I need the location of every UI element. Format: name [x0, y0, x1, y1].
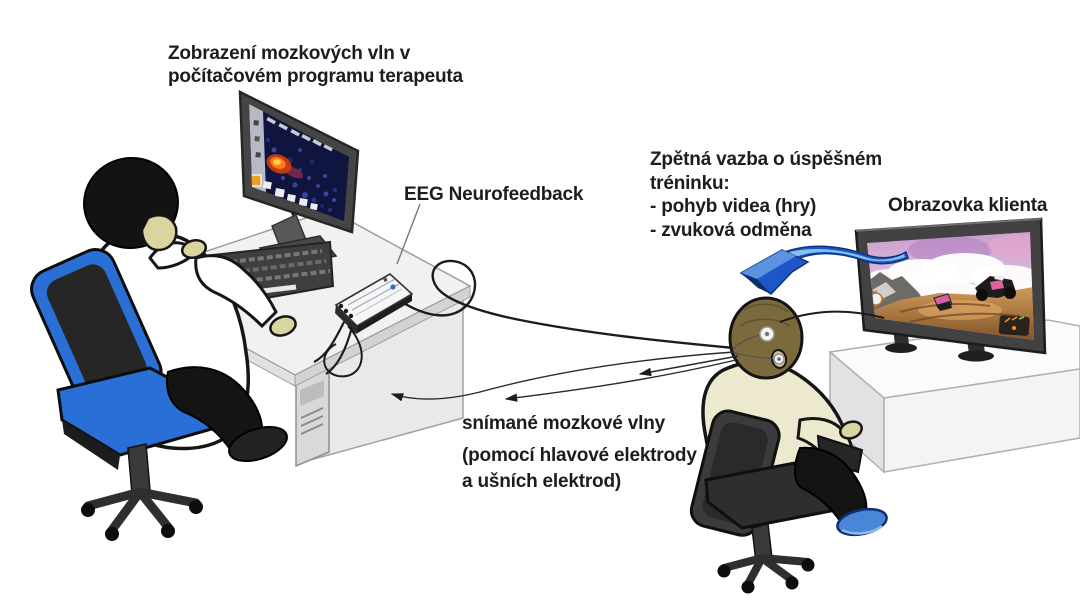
- racing-game-scene: [867, 234, 1034, 340]
- label-line: Zpětná vazba o úspěšném: [650, 149, 882, 170]
- chair-base: [83, 487, 201, 535]
- eeg-neurofeedback-label: EEG Neurofeedback: [404, 184, 584, 205]
- signal-arrow-line: [390, 351, 735, 402]
- electrode-jack: [348, 313, 354, 319]
- feedback-arrow-icon: [739, 245, 909, 295]
- therapist-chair: [30, 248, 217, 541]
- client-hand: [839, 420, 863, 440]
- eeg-label-pointer-line: [396, 203, 421, 265]
- toolbar-dashes: [266, 117, 333, 152]
- signal-arrow-line: [504, 359, 737, 402]
- label-line: - pohyb videa (hry): [650, 196, 817, 217]
- label-line: počítačovém programu terapeuta: [168, 66, 463, 87]
- label-line: a ušních elektrod): [462, 471, 621, 492]
- electrode-jack: [343, 308, 349, 314]
- monitor-screen: [249, 104, 349, 221]
- therapist-right-arm: [194, 254, 278, 329]
- client-tv: [854, 217, 1047, 362]
- electrode-cables: [313, 259, 735, 378]
- bottom-thumbnails: [262, 181, 318, 211]
- buggy-vehicle: [975, 274, 1016, 301]
- therapist: [30, 156, 297, 541]
- signal-arrow-line: [638, 355, 739, 377]
- label-line: Zobrazení mozkových vln v: [168, 43, 411, 64]
- client: [689, 296, 888, 594]
- label-line: (pomocí hlavové elektrody: [462, 445, 697, 466]
- therapist-program-label: Zobrazení mozkových vln v počítačovém pr…: [168, 42, 463, 88]
- label-line: snímané mozkové vlny: [462, 413, 665, 434]
- chair-base: [720, 554, 812, 588]
- therapist-hand-right: [269, 315, 297, 337]
- therapist-hand-left: [180, 238, 208, 260]
- program-sidebar: [249, 104, 266, 192]
- eeg-amplifier-device: [334, 273, 414, 334]
- heatmap-hotspot: [266, 154, 304, 179]
- chair-column: [127, 443, 151, 495]
- label-line: - zvuková odměna: [650, 219, 812, 241]
- label-line: tréninku:: [650, 172, 730, 194]
- device-led: [390, 284, 396, 290]
- electrode-jack: [338, 303, 344, 309]
- orange-tool-icon: [250, 174, 262, 187]
- monitor-power-led: [291, 212, 295, 216]
- main-electrode-cable: [401, 259, 735, 350]
- therapist-ear-jaw: [140, 214, 178, 252]
- game-hud-gauge: [998, 315, 1030, 336]
- feedback-label: Zpětná vazba o úspěšném tréninku: - pohy…: [650, 148, 882, 242]
- brainwave-signal-arrows: [390, 351, 739, 402]
- brain-activity-display: [249, 104, 337, 212]
- head-to-tv-cable: [779, 310, 885, 323]
- therapist-shoe: [228, 425, 288, 463]
- track-object: [933, 293, 953, 311]
- brainwaves-label: snímané mozkové vlny (pomocí hlavové ele…: [462, 412, 697, 495]
- client-screen-label: Obrazovka klienta: [888, 195, 1048, 216]
- client-chair: [689, 409, 864, 594]
